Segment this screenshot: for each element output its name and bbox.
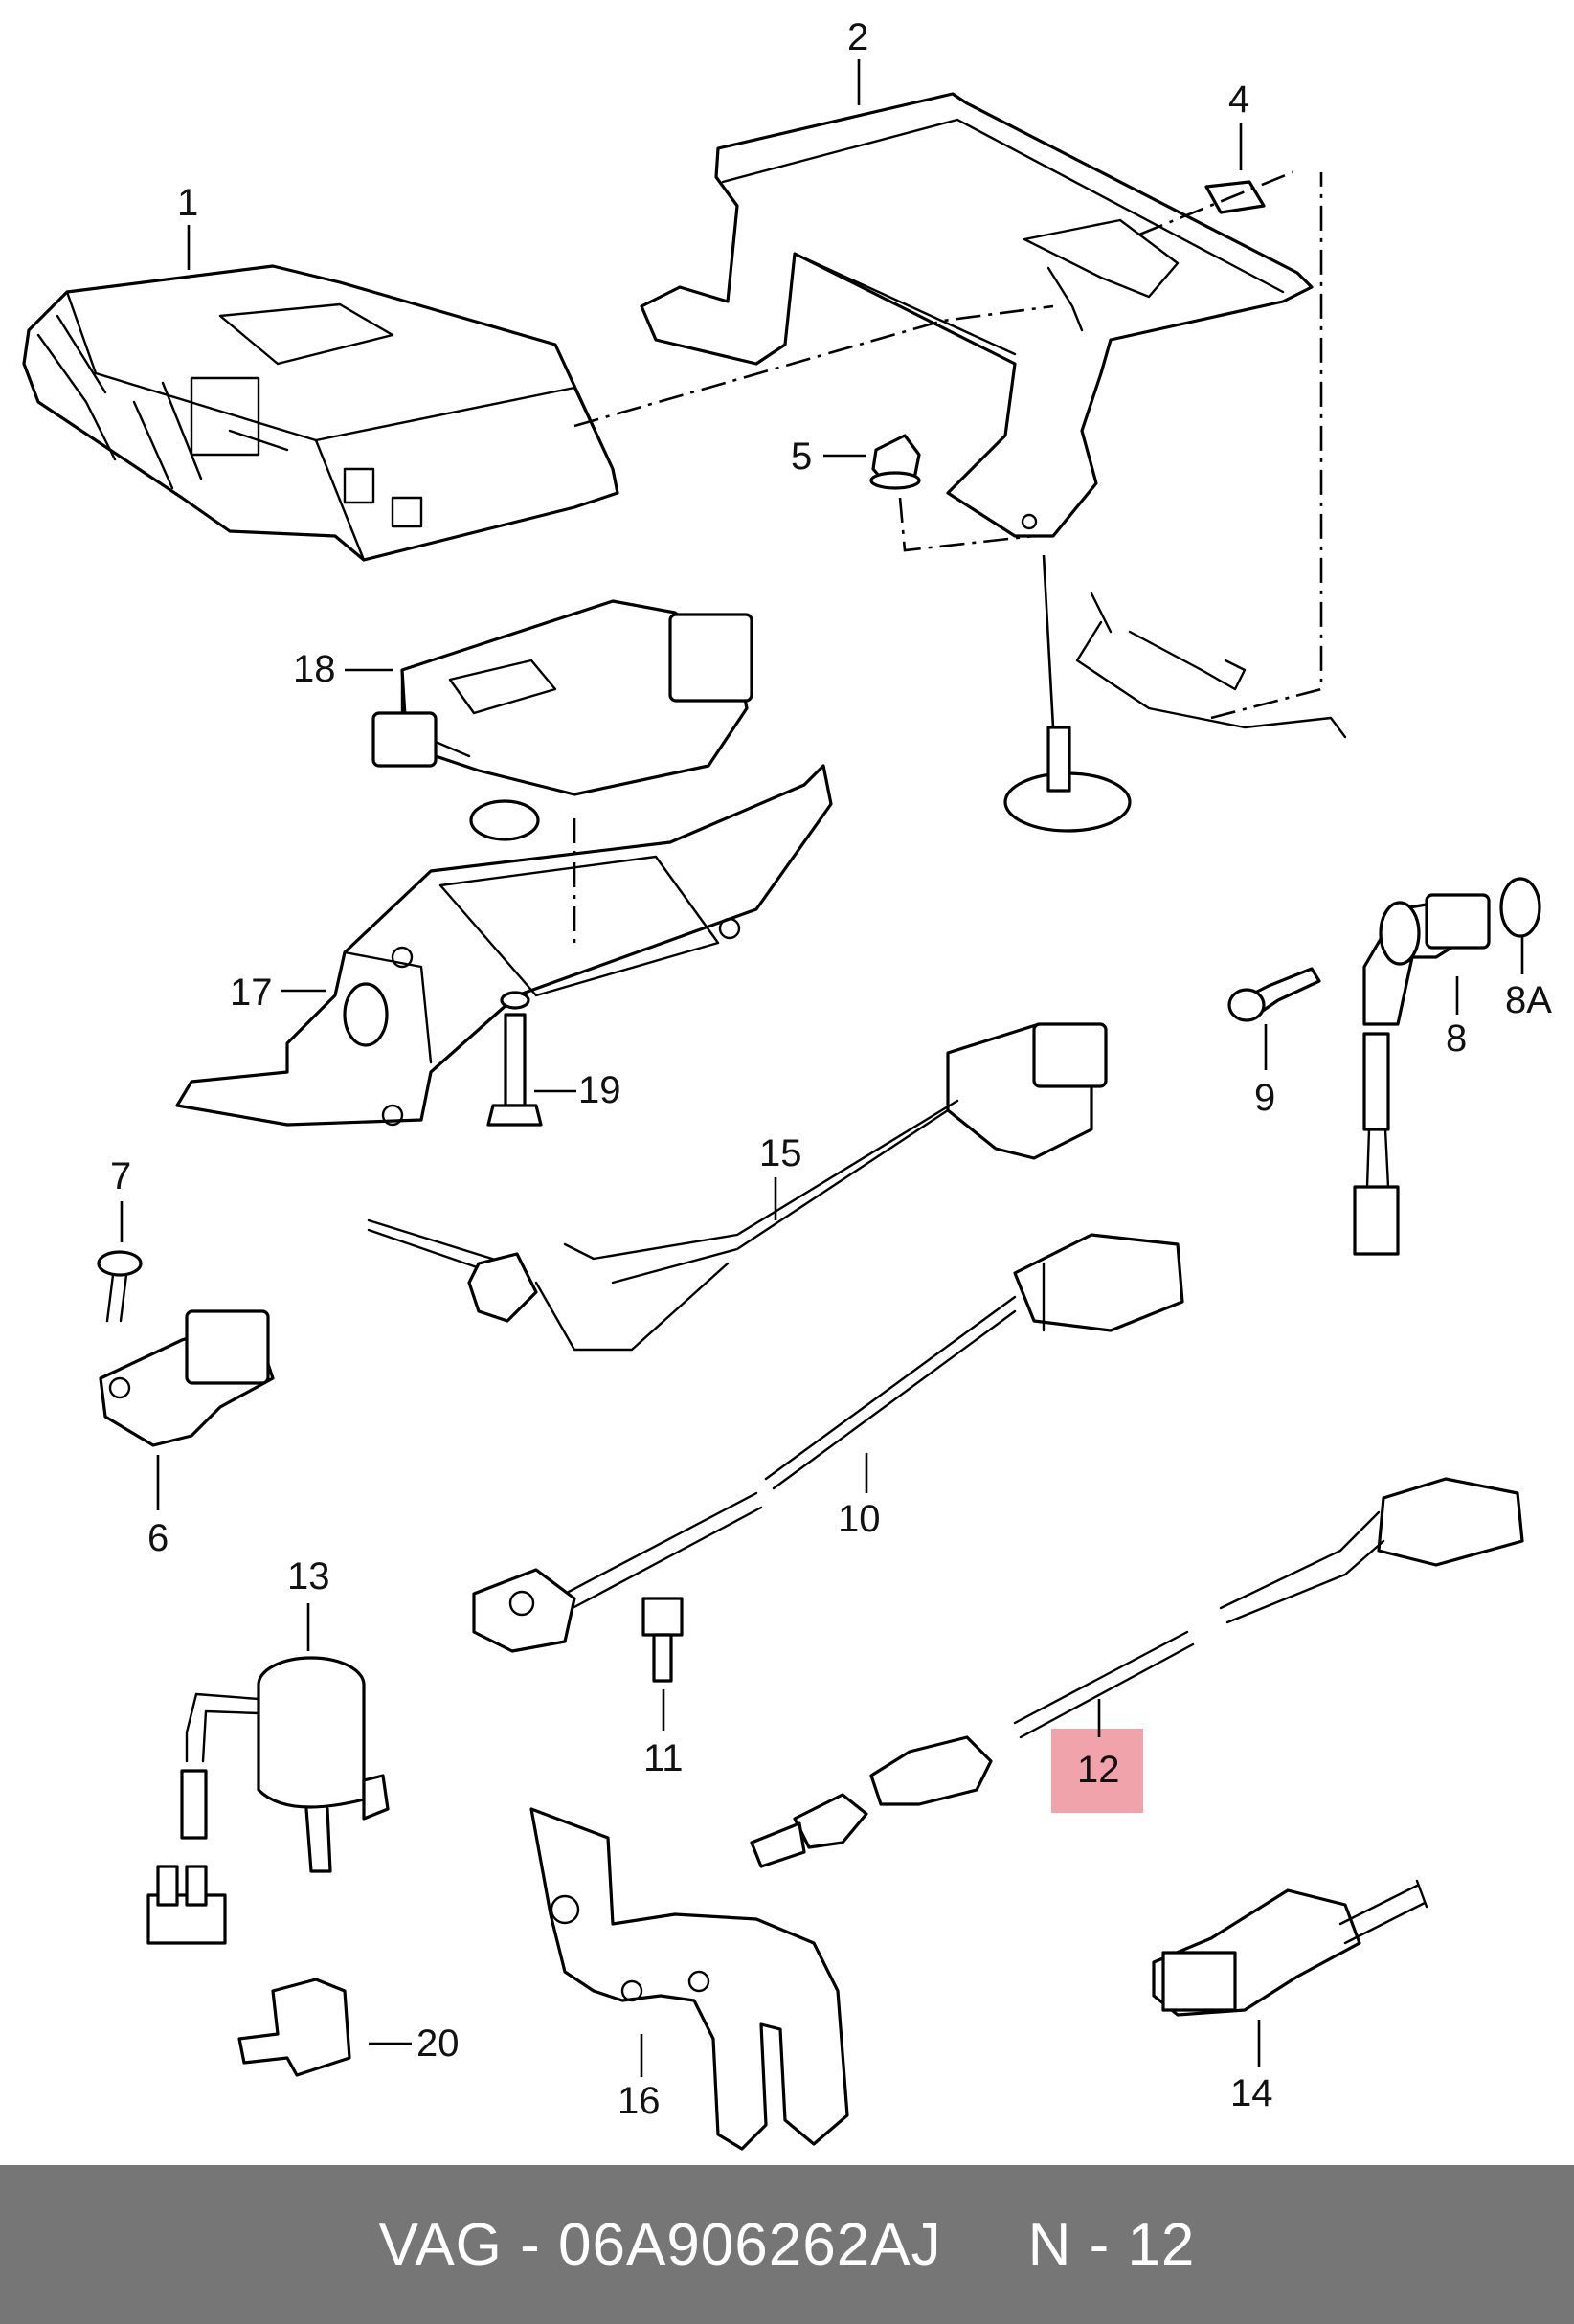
- body-panel-stud: [1003, 592, 1347, 833]
- callout-14: 14: [1230, 2072, 1273, 2114]
- part-12-oxygen-sensor: [750, 1477, 1524, 1868]
- callout-6: 6: [147, 1517, 169, 1559]
- callout-5: 5: [791, 436, 812, 478]
- part-8-speed-sensor: [1353, 893, 1491, 1256]
- exploded-parts-diagram: 1 2 4 5 18: [22, 16, 1552, 2151]
- footer-part-number: VAG - 06A906262AJ: [378, 2211, 942, 2278]
- callout-7: 7: [110, 1155, 131, 1197]
- part-13-pressure-converter: [146, 1656, 390, 1945]
- callout-13: 13: [287, 1555, 330, 1598]
- callout-10: 10: [838, 1498, 881, 1540]
- callout-12: 12: [1077, 1749, 1120, 1791]
- callout-2: 2: [847, 16, 868, 58]
- part-8a-o-ring: [1499, 877, 1541, 938]
- callout-11: 11: [643, 1737, 684, 1779]
- part-16-bracket: [529, 1807, 849, 2151]
- part-19-bolt: [486, 991, 543, 1127]
- callout-16: 16: [618, 2080, 661, 2122]
- callout-9: 9: [1254, 1077, 1275, 1119]
- part-18-module: [371, 599, 753, 841]
- footer-position: N - 12: [1027, 2211, 1196, 2278]
- callout-19: 19: [578, 1069, 621, 1111]
- part-5-nut: [869, 434, 921, 490]
- part-10-knock-sensor: [472, 1233, 1184, 1653]
- callout-12-highlight: [1051, 1729, 1143, 1813]
- callout-20: 20: [416, 2022, 460, 2065]
- part-1-control-unit: [22, 264, 619, 562]
- callout-4: 4: [1228, 78, 1249, 121]
- callout-8a: 8A: [1505, 979, 1552, 1021]
- part-15-sensor-lead: [367, 1022, 1108, 1352]
- part-4-pad: [1204, 180, 1266, 214]
- callout-17: 17: [230, 972, 273, 1014]
- part-9-bolt: [1227, 967, 1321, 1022]
- part-17-bracket: [175, 764, 833, 1127]
- callout-1: 1: [177, 182, 198, 224]
- part-2-bracket-plate: [640, 92, 1314, 538]
- part-11-bolt: [641, 1597, 684, 1683]
- part-7-screw: [97, 1250, 143, 1323]
- part-20-clip: [237, 1978, 351, 2077]
- part-number-footer: VAG - 06A906262AJ N - 12: [0, 2165, 1574, 2324]
- part-6-sensor: [99, 1309, 275, 1447]
- callout-15: 15: [759, 1132, 802, 1174]
- callout-8: 8: [1446, 1017, 1467, 1060]
- callout-18: 18: [293, 648, 336, 690]
- part-14-switch: [1152, 1879, 1428, 2017]
